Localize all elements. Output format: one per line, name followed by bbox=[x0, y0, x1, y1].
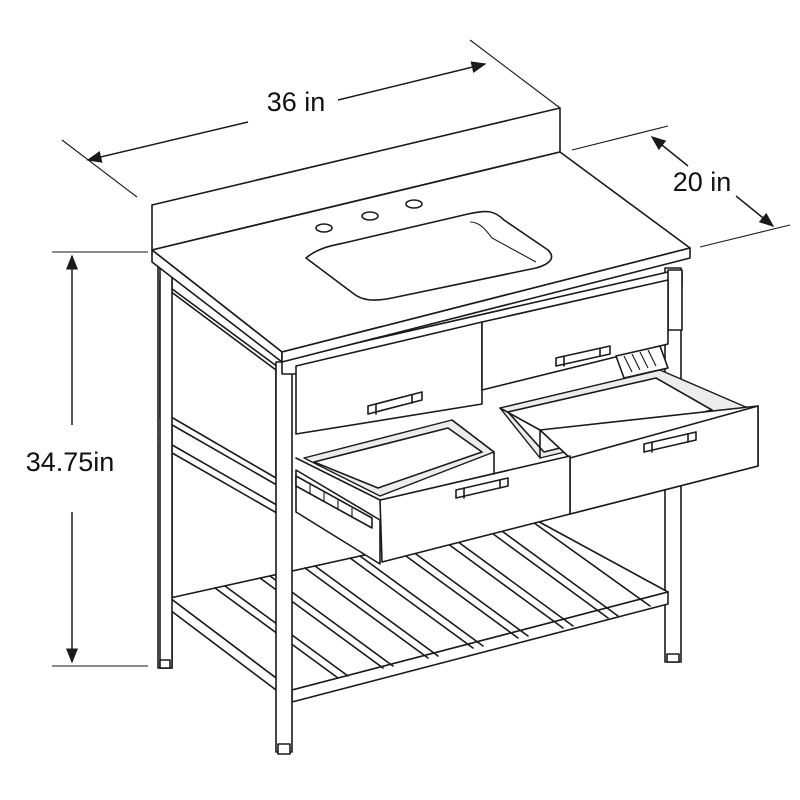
front-legs bbox=[159, 267, 293, 753]
drawer-slide bbox=[295, 475, 373, 529]
width-label: 36 in bbox=[267, 87, 326, 117]
leg-feet bbox=[159, 653, 680, 755]
pull-handle bbox=[643, 431, 697, 453]
drawer-slide bbox=[615, 345, 669, 379]
bottom-slatted-shelf bbox=[169, 517, 669, 703]
height-dimension: 34.75in bbox=[26, 251, 148, 667]
width-dimension: 36 in bbox=[61, 39, 561, 198]
open-drawer-left bbox=[295, 419, 571, 565]
pull-handle bbox=[367, 391, 423, 415]
open-drawer-right bbox=[499, 345, 759, 515]
pull-handle bbox=[555, 345, 611, 367]
pull-handle bbox=[455, 477, 509, 499]
depth-label: 20 in bbox=[673, 167, 732, 197]
closed-drawers bbox=[295, 279, 669, 435]
sink-basin bbox=[305, 210, 553, 301]
countertop bbox=[151, 107, 691, 363]
faucet-holes bbox=[315, 199, 423, 233]
depth-dimension: 20 in bbox=[571, 125, 791, 248]
height-label: 34.75in bbox=[26, 447, 115, 477]
